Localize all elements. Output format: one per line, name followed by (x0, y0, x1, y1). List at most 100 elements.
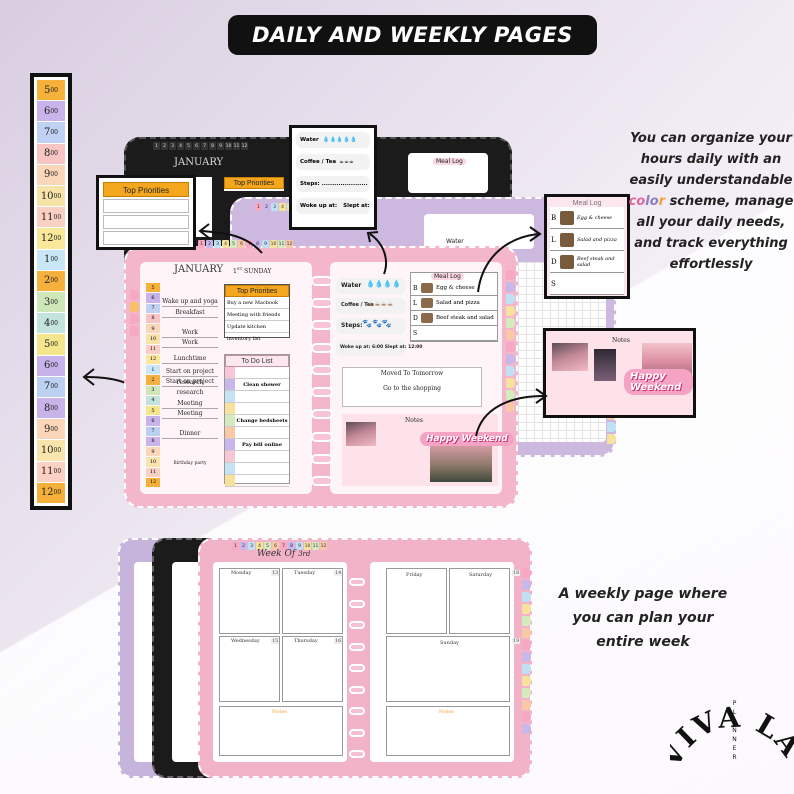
month-tab[interactable]: 3 (248, 542, 255, 550)
month-tab[interactable]: 7 (246, 240, 253, 248)
schedule-item[interactable]: Dinner (162, 428, 218, 439)
month-tab[interactable]: 9 (217, 142, 224, 150)
weekly-day-cell[interactable] (219, 568, 280, 634)
month-tab[interactable]: 4 (256, 542, 263, 550)
month-tab[interactable]: 2 (263, 203, 270, 211)
side-tab[interactable] (506, 390, 515, 400)
side-tab[interactable] (506, 354, 515, 364)
schedule-item[interactable]: Wake up and yoga (162, 298, 218, 307)
side-tab[interactable] (522, 676, 531, 686)
side-tab[interactable] (522, 640, 531, 650)
weekly-day-cell[interactable] (449, 568, 510, 634)
month-tab[interactable]: 3 (271, 203, 278, 211)
side-tab[interactable] (522, 724, 531, 734)
month-tab[interactable]: 4 (279, 203, 286, 211)
weekly-notes-left[interactable] (219, 706, 343, 756)
month-tab[interactable]: 11 (278, 240, 285, 248)
month-tab[interactable]: 10 (225, 142, 232, 150)
meal-row[interactable]: S (411, 326, 497, 341)
month-tab[interactable]: 1 (255, 203, 262, 211)
weekly-day-cell[interactable] (282, 636, 343, 702)
todo-checkbox[interactable] (225, 367, 235, 378)
zoom-meal-row[interactable]: S (550, 273, 624, 295)
month-tab[interactable]: 12 (241, 142, 248, 150)
water-drops-icon[interactable]: 💧💧💧💧💧 (322, 137, 357, 143)
month-tab[interactable]: 2 (161, 142, 168, 150)
month-tab[interactable]: 12 (320, 542, 327, 550)
month-tab[interactable]: 2 (206, 240, 213, 248)
side-tab[interactable] (506, 306, 515, 316)
side-tab[interactable] (522, 628, 531, 638)
month-tab[interactable]: 1 (232, 542, 239, 550)
schedule-item[interactable]: Work (162, 337, 218, 348)
priority-slot[interactable] (103, 231, 189, 245)
todo-checkbox[interactable] (225, 451, 235, 462)
todo-checkbox[interactable] (225, 379, 235, 390)
side-tab[interactable] (506, 402, 515, 412)
side-tab[interactable] (506, 294, 515, 304)
month-tab[interactable]: 9 (296, 542, 303, 550)
weekly-day-cell[interactable] (386, 636, 510, 702)
priority-slot[interactable] (103, 215, 189, 229)
side-tab[interactable] (522, 664, 531, 674)
side-tab[interactable] (506, 318, 515, 328)
side-tab[interactable] (522, 616, 531, 626)
side-tab[interactable] (506, 366, 515, 376)
month-tab[interactable]: 3 (214, 240, 221, 248)
month-tab[interactable]: 6 (193, 142, 200, 150)
todo-row[interactable] (225, 403, 289, 415)
todo-row[interactable] (225, 367, 289, 379)
side-tab[interactable] (506, 330, 515, 340)
todo-row[interactable] (225, 427, 289, 439)
todo-checkbox[interactable] (225, 427, 235, 438)
side-tab[interactable] (506, 378, 515, 388)
schedule-item[interactable]: Breakfast (162, 307, 218, 318)
weekly-notes-right[interactable] (386, 706, 510, 756)
month-tab[interactable]: 7 (280, 542, 287, 550)
todo-checkbox[interactable] (225, 439, 235, 450)
side-tab[interactable] (522, 592, 531, 602)
coffee-cups-icon[interactable]: ☕☕☕ (339, 159, 354, 165)
todo-checkbox[interactable] (225, 403, 235, 414)
month-tab[interactable]: 7 (201, 142, 208, 150)
todo-row[interactable]: Change bedsheets (225, 415, 289, 427)
month-tab[interactable]: 6 (238, 240, 245, 248)
month-tab[interactable]: 1 (198, 240, 205, 248)
schedule-item[interactable]: Meeting (162, 398, 218, 409)
month-tab[interactable]: 4 (222, 240, 229, 248)
todo-checkbox[interactable] (225, 475, 235, 486)
priority-item[interactable]: Buy a new Macbook (225, 297, 289, 309)
todo-row[interactable]: Pay bill online (225, 439, 289, 451)
todo-row[interactable]: Clean shower (225, 379, 289, 391)
side-tab[interactable] (522, 568, 531, 578)
side-tab[interactable] (522, 688, 531, 698)
todo-checkbox[interactable] (225, 391, 235, 402)
todo-row[interactable] (225, 451, 289, 463)
month-tab[interactable]: 5 (264, 542, 271, 550)
todo-row[interactable] (225, 391, 289, 403)
side-tab[interactable] (506, 282, 515, 292)
side-tab[interactable] (522, 700, 531, 710)
month-tab[interactable]: 5 (230, 240, 237, 248)
month-tab[interactable]: 1 (153, 142, 160, 150)
todo-checkbox[interactable] (225, 463, 235, 474)
month-tab[interactable]: 8 (254, 240, 261, 248)
month-tab[interactable]: 2 (240, 542, 247, 550)
priority-item[interactable]: Update kitchen inventory list (225, 321, 289, 342)
priority-item[interactable]: Meeting with friends (225, 309, 289, 321)
month-tab[interactable]: 12 (286, 240, 293, 248)
side-tab[interactable] (522, 604, 531, 614)
month-tab[interactable]: 5 (185, 142, 192, 150)
schedule-item[interactable]: Start on project research (162, 366, 218, 386)
side-tab[interactable] (522, 652, 531, 662)
weekly-day-cell[interactable] (282, 568, 343, 634)
month-tab[interactable]: 10 (304, 542, 311, 550)
month-tab[interactable]: 8 (288, 542, 295, 550)
side-tab[interactable] (522, 580, 531, 590)
schedule-item[interactable]: Birthday party (173, 461, 207, 466)
